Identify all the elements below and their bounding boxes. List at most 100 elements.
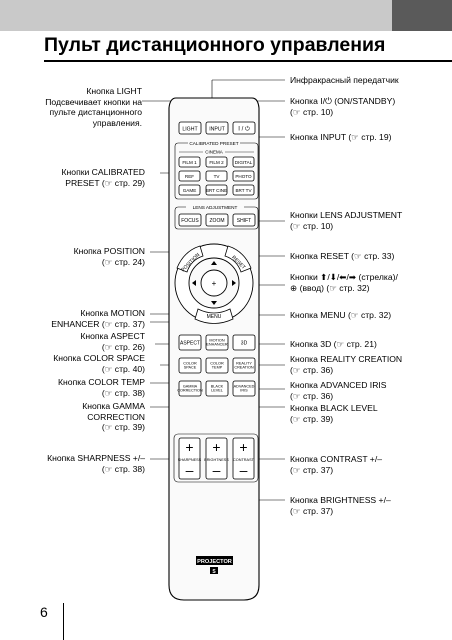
photo-button[interactable] — [232, 170, 255, 182]
enter-icon: + — [212, 279, 217, 288]
title-underline — [44, 60, 452, 62]
plus-icon: + — [239, 439, 247, 455]
focus-button[interactable] — [178, 213, 202, 227]
arrow-right-icon[interactable] — [232, 280, 236, 286]
brand-mark-box — [210, 567, 218, 574]
tv-button[interactable] — [205, 170, 228, 182]
lens-row: FOCUS ZOOM SHIFT — [178, 213, 256, 227]
brt-tv-label: BRT TV — [235, 188, 252, 193]
film-1-button[interactable] — [178, 156, 201, 168]
callout-menu: Кнопка MENU (☞ стр. 32) — [290, 310, 392, 320]
input-button-label: INPUT — [209, 127, 225, 133]
callout-input: Кнопка INPUT (☞ стр. 19) — [290, 132, 392, 142]
calibrated-preset-header: CALIBRATED PRESET — [189, 141, 238, 146]
lens-adjustment-header: LENS ADJUSTMENT — [193, 205, 238, 210]
page-number: 6 — [40, 604, 48, 620]
sharpness-label: SHARPNESS — [178, 458, 202, 462]
page-number-rule — [63, 603, 64, 640]
level-group: +SHARPNESS–+BRIGHTNESS–+CONTRAST– — [173, 433, 259, 483]
header-tab — [392, 0, 452, 31]
calibrated-preset-header-bg — [188, 139, 240, 147]
black-level-button[interactable] — [205, 380, 229, 397]
plus-icon: + — [212, 439, 220, 455]
tv-label: TV — [214, 174, 221, 179]
zoom-label: ZOOM — [210, 218, 225, 224]
callout-arrows: Кнопки ⬆/⬇/⬅/➡ (стрелка)/⊕ (ввод) (☞ стр… — [290, 272, 398, 293]
brand-mark: S — [212, 569, 216, 575]
minus-icon: – — [186, 462, 194, 478]
power-button[interactable] — [232, 121, 256, 135]
cinema-header: CINEMA — [205, 150, 223, 155]
contrast-rocker[interactable] — [232, 437, 255, 480]
callout-advanced-iris: Кнопка ADVANCED IRIS(☞ стр. 36) — [290, 380, 387, 401]
plus-icon: + — [185, 439, 193, 455]
3d-button[interactable] — [232, 334, 256, 351]
color-space-button[interactable] — [178, 357, 202, 374]
callout-power: Кнопка I/⏻ (ON/STANDBY)(☞ стр. 10) — [290, 96, 396, 117]
callout-black-level: Кнопка BLACK LEVEL(☞ стр. 39) — [290, 403, 378, 424]
callout-brightness: Кнопка BRIGHTNESS +/–(☞ стр. 37) — [290, 495, 391, 516]
callout-lens-adjustment: Кнопки LENS ADJUSTMENT(☞ стр. 10) — [290, 210, 403, 231]
arrow-left-icon[interactable] — [192, 280, 196, 286]
reality-creation-button[interactable] — [232, 357, 256, 374]
callout-color-space: Кнопка COLOR SPACE(☞ стр. 40) — [53, 353, 145, 374]
ref-button[interactable] — [178, 170, 201, 182]
callout-ir-transmitter: Инфракрасный передатчик — [290, 75, 399, 85]
arrow-down-icon[interactable] — [211, 301, 217, 305]
menu-button[interactable] — [194, 308, 234, 324]
game-button[interactable] — [178, 184, 201, 196]
enter-button[interactable] — [200, 269, 228, 297]
ref-label: REF — [185, 174, 194, 179]
callout-contrast: Кнопка CONTRAST +/–(☞ стр. 37) — [290, 454, 382, 475]
sharpness-rocker[interactable] — [178, 437, 201, 480]
power-icon: I / ⏻ — [238, 126, 250, 133]
callout-aspect: Кнопка ASPECT(☞ стр. 26) — [80, 331, 145, 352]
shift-button[interactable] — [232, 213, 256, 227]
callout-3d: Кнопка 3D (☞ стр. 21) — [290, 339, 377, 349]
minus-icon: – — [213, 462, 221, 478]
brightness-label: BRIGHTNESS — [204, 458, 229, 462]
zoom-button[interactable] — [205, 213, 229, 227]
reset-button[interactable] — [224, 245, 252, 273]
arrow-up-icon[interactable] — [211, 261, 217, 265]
callout-color-temp: Кнопка COLOR TEMP(☞ стр. 38) — [58, 377, 145, 398]
brand-plate — [196, 556, 233, 565]
advanced-iris-button[interactable] — [232, 380, 256, 397]
brt-cine-button[interactable] — [205, 184, 228, 196]
brt-tv-button[interactable] — [232, 184, 255, 196]
callout-reality-creation: Кнопка REALITY CREATION(☞ стр. 36) — [290, 354, 403, 375]
film-2-label: FILM 2 — [209, 160, 224, 165]
light-button-label: LIGHT — [182, 127, 198, 133]
film-1-label: FILM 1 — [182, 160, 197, 165]
position-button[interactable] — [176, 245, 204, 273]
digital-button[interactable] — [232, 156, 255, 168]
digital-label: DIGITAL — [235, 160, 253, 165]
menu-button-label: MENU — [207, 314, 222, 320]
aspect-button[interactable] — [178, 334, 202, 351]
contrast-label: CONTRAST — [233, 458, 255, 462]
color-temp-button[interactable] — [205, 357, 229, 374]
page-title: Пульт дистанционного управления — [44, 34, 386, 56]
gamma-correction-button[interactable] — [178, 380, 202, 397]
shift-label: SHIFT — [237, 218, 251, 224]
focus-label: FOCUS — [181, 218, 199, 224]
light-button[interactable] — [178, 121, 202, 135]
minus-icon: – — [240, 462, 248, 478]
brightness-rocker[interactable] — [205, 437, 228, 480]
input-button[interactable] — [205, 121, 229, 135]
motion-enhancer-button[interactable] — [205, 334, 229, 351]
film-2-button[interactable] — [205, 156, 228, 168]
callout-reset: Кнопка RESET (☞ стр. 33) — [290, 251, 395, 261]
